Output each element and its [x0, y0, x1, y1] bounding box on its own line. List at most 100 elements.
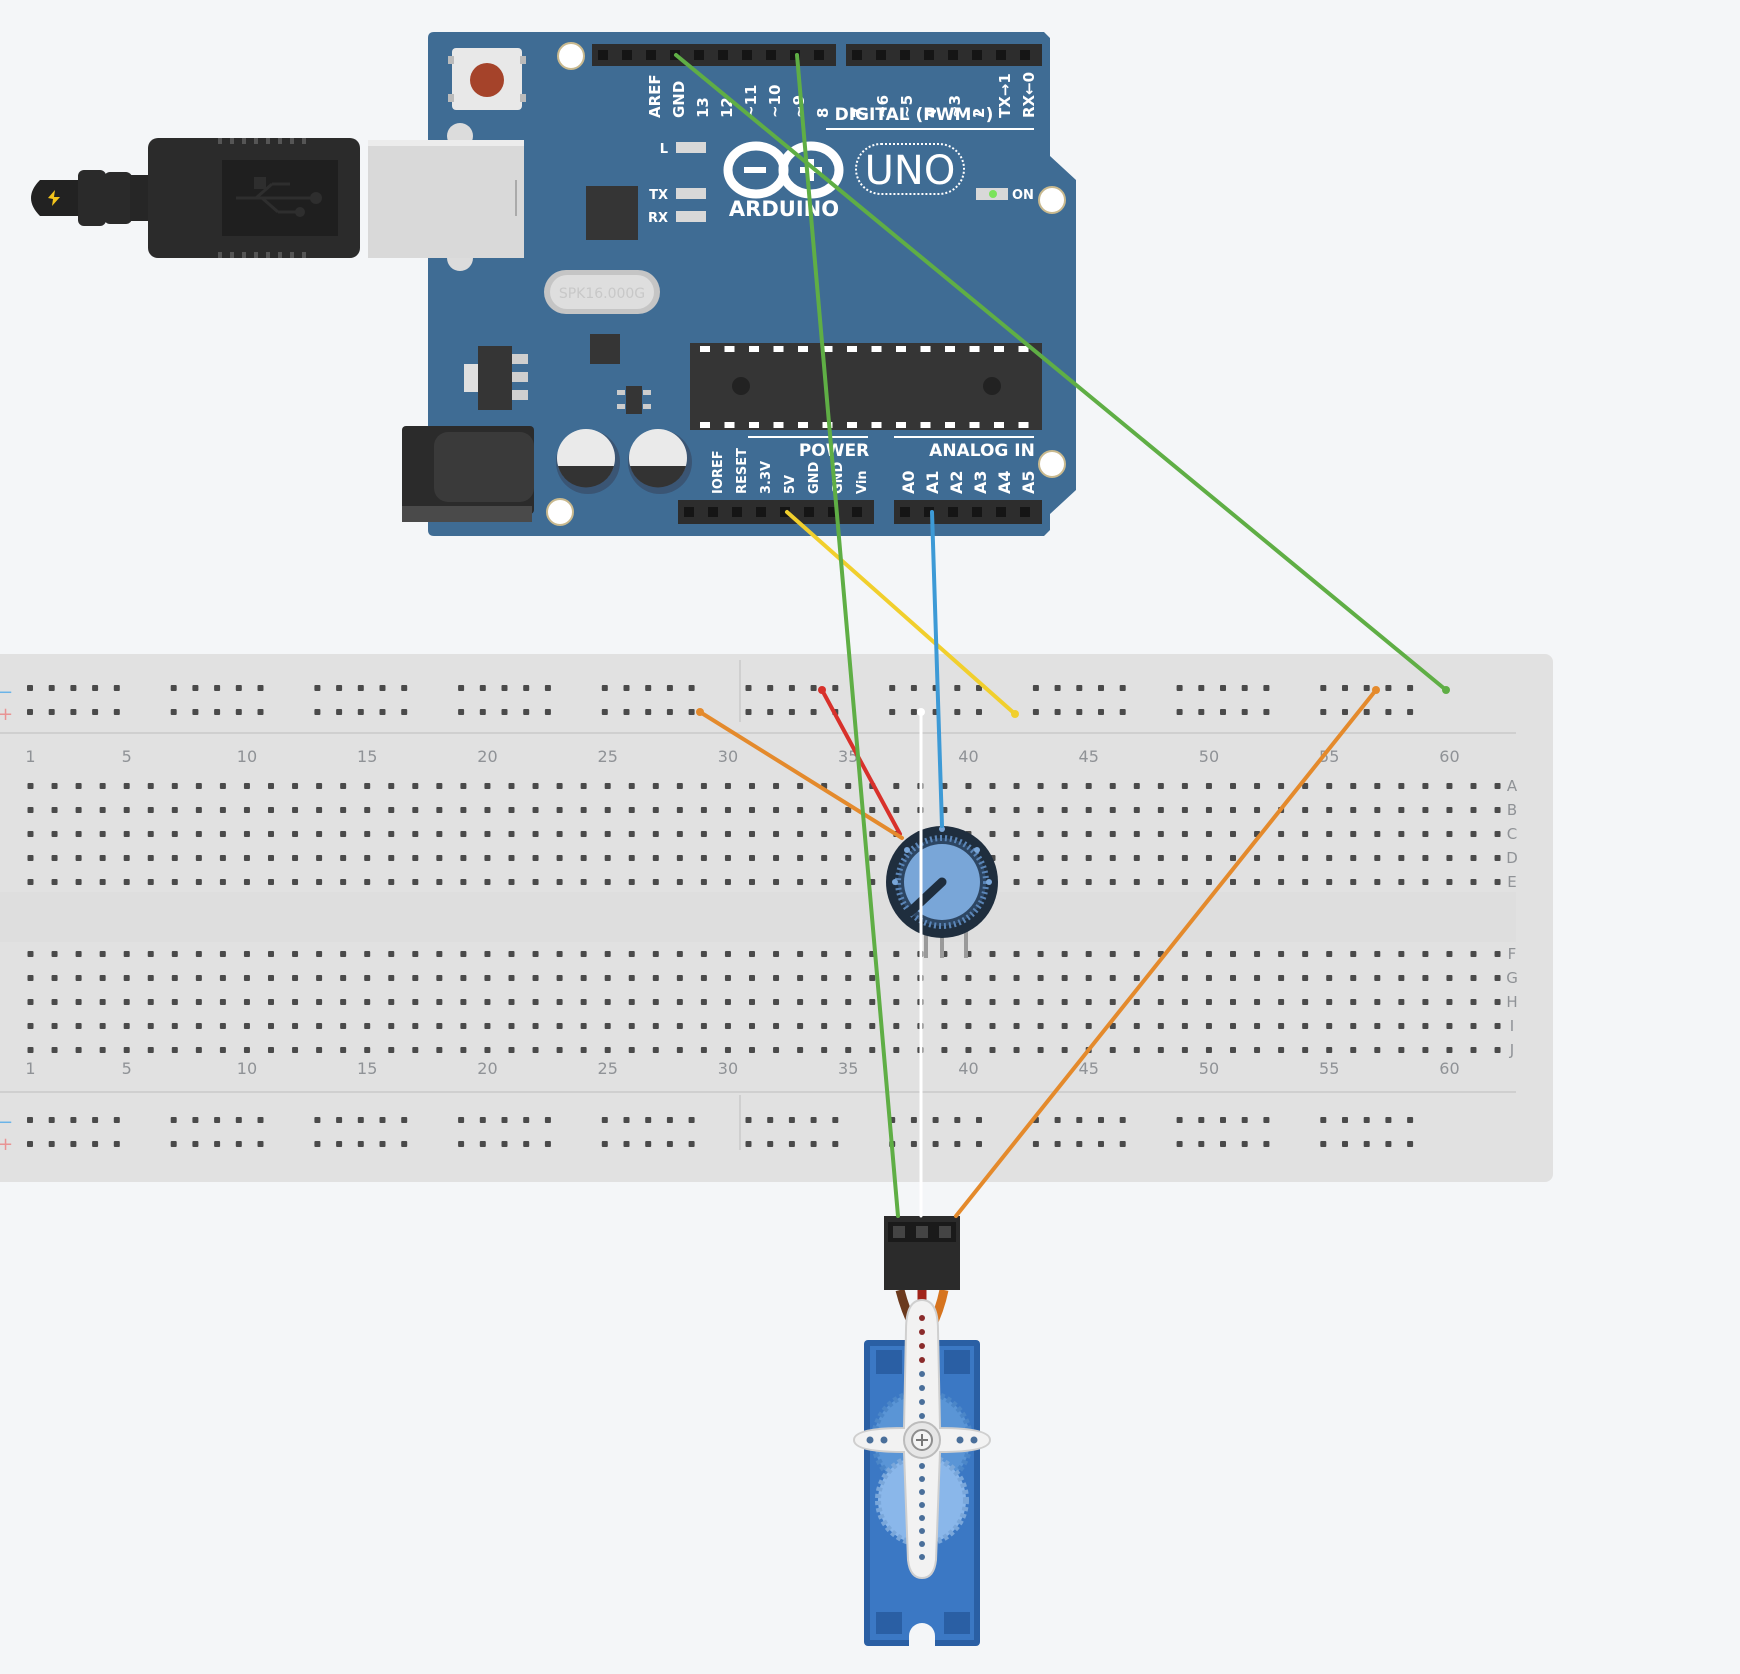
breadboard-hole[interactable]	[1374, 879, 1381, 885]
breadboard-hole[interactable]	[652, 831, 659, 837]
breadboard-hole[interactable]	[1302, 783, 1309, 789]
breadboard-hole[interactable]	[724, 975, 731, 981]
breadboard-hole[interactable]	[195, 975, 202, 981]
header-pin[interactable]	[924, 50, 934, 60]
breadboard-hole[interactable]	[171, 999, 178, 1005]
rail-hole[interactable]	[92, 1141, 99, 1147]
breadboard-hole[interactable]	[845, 999, 852, 1005]
breadboard-hole[interactable]	[508, 831, 515, 837]
breadboard-hole[interactable]	[676, 855, 683, 861]
breadboard-hole[interactable]	[1350, 831, 1357, 837]
breadboard-hole[interactable]	[869, 975, 876, 981]
breadboard-hole[interactable]	[268, 951, 274, 957]
breadboard-hole[interactable]	[1446, 1047, 1453, 1053]
rail-hole[interactable]	[70, 685, 77, 691]
breadboard-hole[interactable]	[340, 807, 347, 813]
breadboard-hole[interactable]	[532, 951, 539, 957]
rail-hole[interactable]	[645, 709, 652, 715]
breadboard-hole[interactable]	[219, 855, 226, 861]
breadboard-hole[interactable]	[1422, 975, 1429, 981]
breadboard-hole[interactable]	[532, 831, 539, 837]
rail-hole[interactable]	[767, 709, 774, 715]
breadboard-hole[interactable]	[1230, 951, 1236, 957]
breadboard-hole[interactable]	[171, 951, 178, 957]
breadboard-hole[interactable]	[580, 1023, 587, 1029]
rail-hole[interactable]	[214, 1117, 221, 1123]
rail-hole[interactable]	[1220, 709, 1226, 715]
breadboard-hole[interactable]	[1278, 783, 1285, 789]
breadboard-hole[interactable]	[27, 1023, 34, 1029]
breadboard-hole[interactable]	[1133, 1023, 1140, 1029]
breadboard-hole[interactable]	[1037, 855, 1044, 861]
breadboard-hole[interactable]	[869, 831, 876, 837]
rail-hole[interactable]	[788, 709, 795, 715]
breadboard-hole[interactable]	[1133, 855, 1140, 861]
rail-hole[interactable]	[1407, 685, 1414, 691]
breadboard-hole[interactable]	[123, 975, 130, 981]
breadboard-hole[interactable]	[797, 1023, 804, 1029]
breadboard-hole[interactable]	[460, 1047, 467, 1053]
breadboard-hole[interactable]	[171, 879, 178, 885]
breadboard-hole[interactable]	[508, 999, 515, 1005]
header-pin[interactable]	[708, 507, 718, 517]
breadboard-hole[interactable]	[268, 855, 274, 861]
breadboard-hole[interactable]	[724, 783, 731, 789]
breadboard-hole[interactable]	[99, 999, 106, 1005]
breadboard-hole[interactable]	[1374, 999, 1381, 1005]
breadboard-hole[interactable]	[340, 783, 347, 789]
breadboard-hole[interactable]	[1061, 975, 1068, 981]
breadboard-hole[interactable]	[1085, 783, 1092, 789]
breadboard-hole[interactable]	[412, 1047, 419, 1053]
breadboard-hole[interactable]	[388, 975, 395, 981]
breadboard-hole[interactable]	[171, 975, 178, 981]
breadboard-hole[interactable]	[292, 855, 299, 861]
breadboard-hole[interactable]	[292, 975, 299, 981]
breadboard-hole[interactable]	[1398, 783, 1405, 789]
breadboard-hole[interactable]	[1350, 855, 1357, 861]
header-pin[interactable]	[996, 507, 1006, 517]
breadboard-hole[interactable]	[388, 879, 395, 885]
rail-hole[interactable]	[910, 709, 917, 715]
breadboard-hole[interactable]	[1157, 1023, 1164, 1029]
breadboard-hole[interactable]	[412, 951, 419, 957]
breadboard-hole[interactable]	[147, 999, 154, 1005]
breadboard-hole[interactable]	[1302, 831, 1309, 837]
breadboard-hole[interactable]	[652, 807, 659, 813]
rail-hole[interactable]	[1385, 1117, 1392, 1123]
breadboard-hole[interactable]	[652, 999, 659, 1005]
rail-hole[interactable]	[1119, 709, 1126, 715]
breadboard-hole[interactable]	[219, 951, 226, 957]
breadboard-hole[interactable]	[1470, 1047, 1477, 1053]
rail-hole[interactable]	[48, 1141, 55, 1147]
breadboard-hole[interactable]	[1133, 807, 1140, 813]
breadboard-hole[interactable]	[171, 1023, 178, 1029]
breadboard-hole[interactable]	[556, 951, 563, 957]
breadboard-hole[interactable]	[1326, 831, 1333, 837]
rail-hole[interactable]	[932, 1141, 939, 1147]
rail-hole[interactable]	[1098, 709, 1104, 715]
breadboard-hole[interactable]	[580, 1047, 587, 1053]
breadboard-hole[interactable]	[27, 783, 34, 789]
breadboard-hole[interactable]	[845, 855, 852, 861]
breadboard-hole[interactable]	[676, 807, 683, 813]
breadboard-hole[interactable]	[700, 855, 707, 861]
rail-hole[interactable]	[1220, 685, 1226, 691]
breadboard-hole[interactable]	[1230, 975, 1236, 981]
rail-hole[interactable]	[235, 1141, 242, 1147]
breadboard-hole[interactable]	[171, 807, 178, 813]
breadboard-hole[interactable]	[436, 831, 443, 837]
rail-hole[interactable]	[810, 709, 817, 715]
breadboard-hole[interactable]	[1470, 783, 1477, 789]
breadboard-hole[interactable]	[219, 975, 226, 981]
rail-hole[interactable]	[27, 1141, 33, 1147]
breadboard-hole[interactable]	[27, 807, 34, 813]
breadboard-hole[interactable]	[436, 975, 443, 981]
breadboard-hole[interactable]	[1254, 951, 1261, 957]
breadboard-hole[interactable]	[628, 855, 635, 861]
rail-hole[interactable]	[832, 1141, 839, 1147]
breadboard-hole[interactable]	[773, 951, 780, 957]
breadboard-hole[interactable]	[869, 999, 876, 1005]
rail-hole[interactable]	[192, 1141, 199, 1147]
rail-hole[interactable]	[1363, 685, 1370, 691]
